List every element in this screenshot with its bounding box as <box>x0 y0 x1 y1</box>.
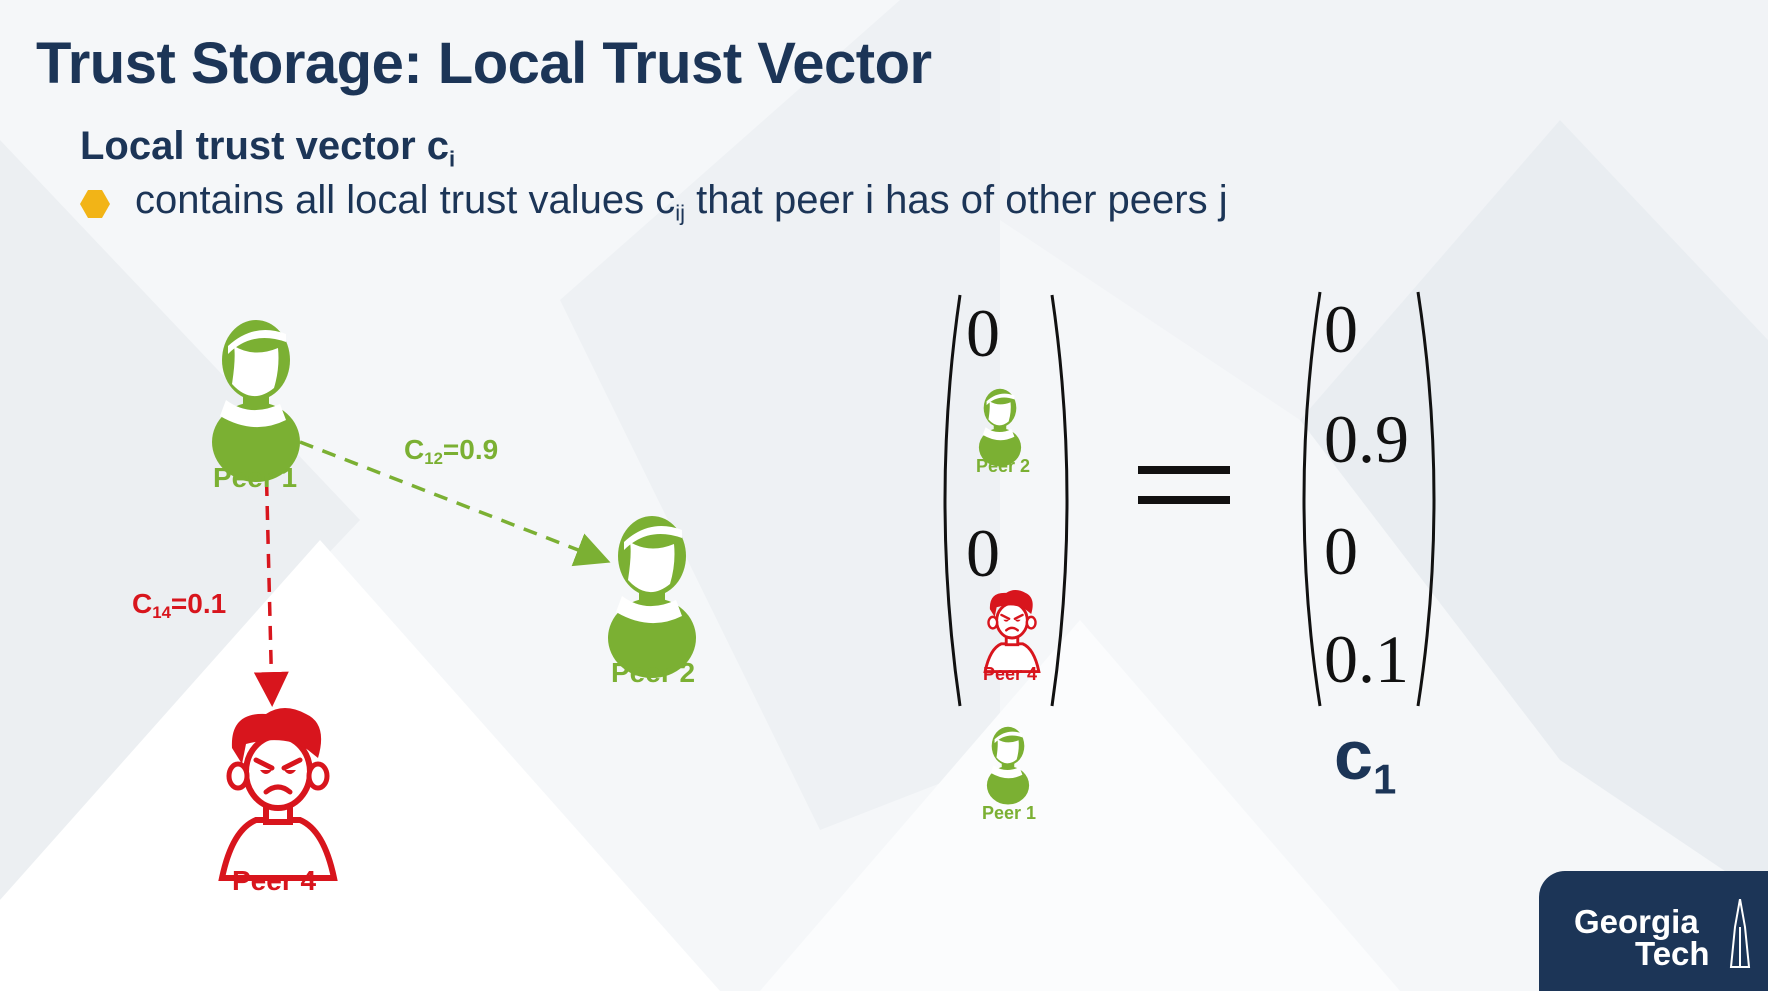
equals-sign-bottom <box>1138 496 1230 504</box>
edge-label-c12-sub: 12 <box>424 449 443 469</box>
subtitle-text: Local trust vector c <box>80 124 450 168</box>
hexagon-bullet-icon <box>80 190 110 218</box>
peer4-label: Peer 4 <box>232 865 317 896</box>
result-vector-entry-2: 0.9 <box>1324 401 1409 477</box>
trust-edge-peer1-peer4 <box>253 457 289 707</box>
vector-peer4-label: Peer 4 <box>983 664 1038 684</box>
peer1-avatar-icon <box>212 320 300 482</box>
peer2-avatar-icon <box>608 516 696 678</box>
result-vector-name-sub: 1 <box>1372 755 1397 803</box>
subtitle-subscript: i <box>449 146 456 172</box>
peer1-label: Peer 1 <box>213 462 298 493</box>
peer2-label: Peer 2 <box>611 657 696 688</box>
edge-label-c14-main: C <box>132 588 153 619</box>
bullet-text-after: that peer i has of other peers j <box>685 178 1228 222</box>
vector-peer1-icon <box>986 726 1030 805</box>
left-vector-bracket-close <box>1050 294 1069 707</box>
left-vector-entry-1: 0 <box>966 295 1000 371</box>
result-vector-bracket-close <box>1416 291 1436 707</box>
bullet-text-before: contains all local trust values c <box>135 178 676 222</box>
georgia-tech-logo: Georgia Tech <box>1539 871 1768 991</box>
logo-line1: Georgia <box>1574 903 1699 940</box>
result-vector-bracket-open <box>1302 291 1322 707</box>
edge-label-c12: C12=0.9 <box>404 434 498 469</box>
slide-title: Trust Storage: Local Trust Vector <box>36 31 932 96</box>
vector-peer1-label: Peer 1 <box>982 803 1037 823</box>
vector-peer4-icon <box>983 588 1041 674</box>
result-vector-entry-3: 0 <box>1324 513 1358 589</box>
left-vector-bracket-open <box>943 294 962 707</box>
edge-label-c14-sub: 14 <box>152 603 171 623</box>
trust-edge-peer1-peer2 <box>299 440 611 567</box>
edge-label-c12-main: C <box>404 434 425 465</box>
edge-label-c12-value: =0.9 <box>442 434 499 465</box>
slide-subtitle: Local trust vector ci <box>80 124 455 173</box>
vector-peer2-icon <box>978 388 1022 467</box>
bullet-text: contains all local trust values cij that… <box>135 178 1228 227</box>
result-vector-entry-4: 0.1 <box>1324 621 1409 697</box>
tech-tower-icon <box>1729 899 1751 968</box>
peer4-avatar-icon <box>222 708 334 878</box>
left-vector-entry-2: 0 <box>966 515 1000 591</box>
result-vector-entry-1: 0 <box>1324 291 1358 367</box>
equals-sign-top <box>1138 466 1230 474</box>
vector-peer2-label: Peer 2 <box>976 456 1031 476</box>
logo-line2: Tech <box>1635 935 1710 972</box>
result-vector-name: c1 <box>1334 715 1396 804</box>
edge-label-c14: C14=0.1 <box>132 588 226 623</box>
edge-label-c14-value: =0.1 <box>170 588 227 619</box>
bullet-text-subscript: ij <box>675 200 686 226</box>
result-vector-name-main: c <box>1334 716 1373 794</box>
